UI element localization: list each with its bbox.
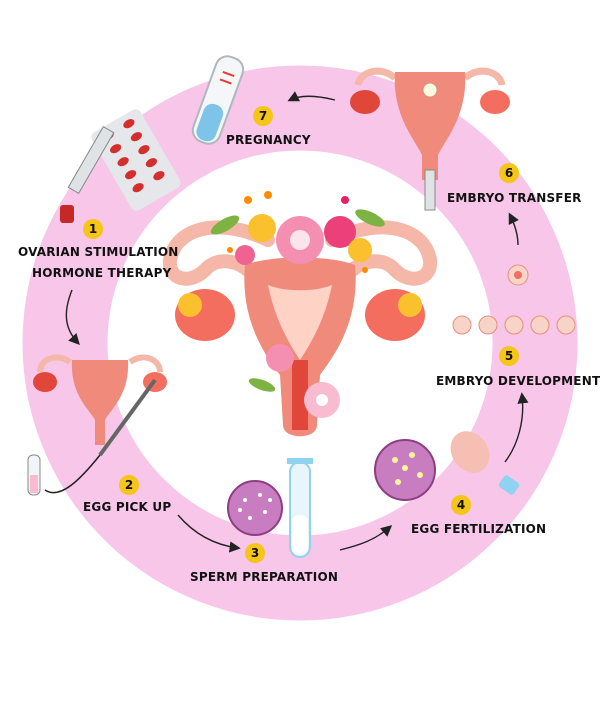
hormone-therapy-illustration <box>60 109 181 223</box>
pregnancy-test-illustration <box>191 55 245 145</box>
step-2-number: 2 <box>119 475 139 495</box>
step-5-label: EMBRYO DEVELOPMENT <box>436 374 600 388</box>
step-7-label: PREGNANCY <box>226 133 311 147</box>
step-3-number: 3 <box>245 543 265 563</box>
arrow-6-to-7 <box>287 91 336 102</box>
process-ring <box>22 65 578 621</box>
step-4-label: EGG FERTILIZATION <box>411 522 547 536</box>
decorative-flowers <box>178 191 422 418</box>
step-5-number: 5 <box>499 346 519 366</box>
step-1-label-line1: OVARIAN STIMULATION <box>18 245 179 259</box>
arrow-3-to-4 <box>339 525 393 551</box>
arrow-2-to-3 <box>177 514 241 553</box>
step-2-label: EGG PICK UP <box>83 500 172 514</box>
embryo-development-illustration <box>450 264 576 495</box>
arrow-1-to-2 <box>65 289 80 346</box>
arrow-4-to-5 <box>504 392 529 463</box>
step-1-number: 1 <box>83 219 103 239</box>
arrow-5-to-6 <box>508 212 519 246</box>
step-6-number: 6 <box>499 163 519 183</box>
sperm-preparation-illustration <box>227 458 313 558</box>
step-6-label: EMBRYO TRANSFER <box>447 191 582 205</box>
step-4-number: 4 <box>451 495 471 515</box>
embryo-transfer-illustration <box>350 67 510 211</box>
step-7-number: 7 <box>253 106 273 126</box>
center-uterus-illustration <box>163 220 437 437</box>
step-3-label: SPERM PREPARATION <box>190 570 339 584</box>
step-1-label-line2: HORMONE THERAPY <box>32 266 172 280</box>
egg-fertilization-illustration <box>374 439 436 501</box>
flow-arrows <box>65 91 529 553</box>
egg-pickup-illustration <box>27 354 167 496</box>
